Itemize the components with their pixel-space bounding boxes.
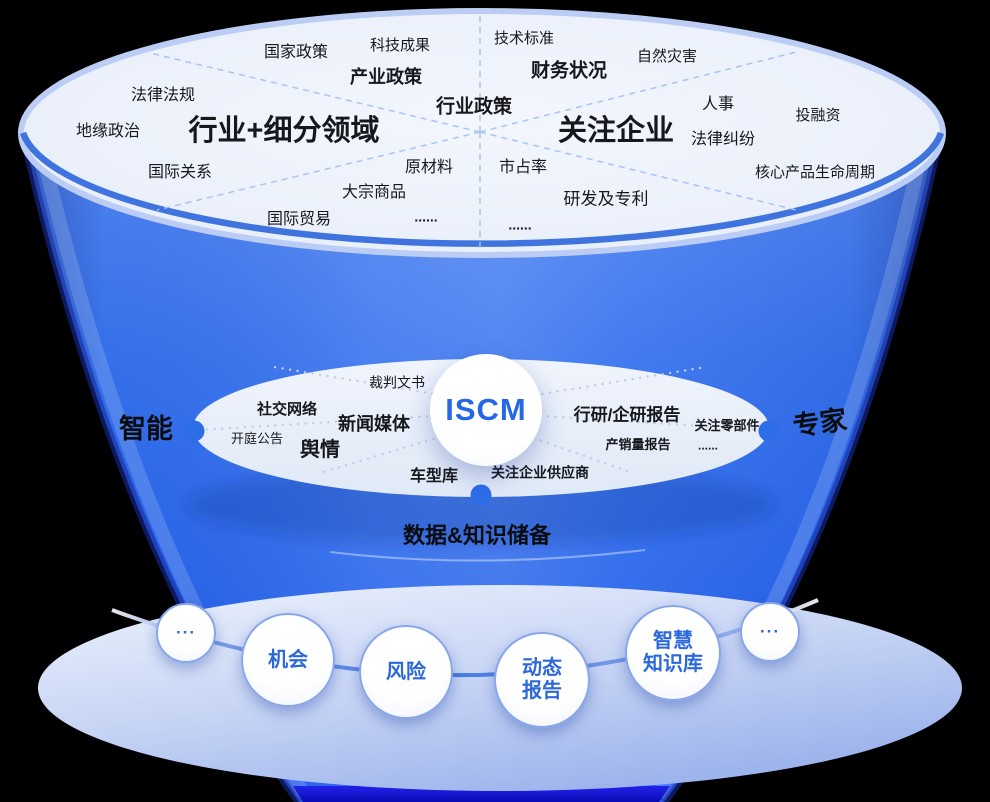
funnel-tip-strip: [293, 786, 670, 802]
title-industry-segments: 行业+细分领域: [188, 115, 380, 148]
node-more-right: ···: [740, 602, 800, 662]
node-risk-label: 风险: [386, 660, 426, 683]
label-judgment-documents: 裁判文书: [369, 374, 425, 391]
node-dynamic-report: 动态 报告: [494, 632, 590, 728]
node-more-left: ···: [156, 603, 216, 663]
label-natural-disaster: 自然灾害: [636, 47, 698, 65]
label-laws-regulations: 法律法规: [130, 87, 196, 105]
label-geopolitics: 地缘政治: [75, 123, 141, 141]
label-tech-achievements: 科技成果: [369, 36, 431, 54]
label-financial-status: 财务状况: [530, 60, 608, 82]
label-watched-parts: 关注零部件: [694, 417, 760, 433]
wall-glint-arc: [329, 549, 646, 562]
node-smart-knowledge-base-label: 智慧 知识库: [643, 630, 703, 675]
label-court-announcements: 开庭公告: [230, 430, 284, 446]
label-raw-materials: 原材料: [404, 159, 454, 177]
label-tech-standards: 技术标准: [493, 29, 555, 47]
mid-bottom-dot: [470, 484, 492, 506]
label-public-opinion: 舆情: [300, 439, 340, 461]
mid-left-dot: [183, 420, 205, 442]
node-risk: 风险: [359, 625, 453, 719]
label-industrial-policy: 产业政策: [350, 67, 422, 88]
node-connector-line: [111, 598, 819, 677]
label-hr: 人事: [701, 96, 735, 114]
hub-label: ISCM: [445, 392, 527, 427]
label-ellipsis-left: ......: [414, 208, 438, 225]
label-commodities: 大宗商品: [341, 184, 407, 202]
hub-circle: ISCM: [430, 354, 542, 466]
label-social-network: 社交网络: [256, 400, 318, 418]
label-intl-relations: 国际关系: [147, 164, 213, 182]
label-intl-trade: 国际贸易: [266, 211, 332, 229]
label-ellipsis-right: ......: [508, 216, 532, 233]
node-smart-knowledge-base: 智慧 知识库: [625, 605, 721, 701]
label-core-product-lifecycle: 核心产品生命周期: [754, 163, 876, 181]
node-opportunity-label: 机会: [268, 648, 308, 671]
label-market-share: 市占率: [498, 159, 548, 177]
node-more-right-label: ···: [760, 622, 780, 642]
label-production-sales-reports: 产销量报告: [605, 436, 671, 452]
node-more-left-label: ···: [176, 623, 196, 643]
title-watched-companies: 关注企业: [557, 115, 675, 148]
label-legal-disputes: 法律纠纷: [690, 131, 756, 149]
label-industry-policy: 行业政策: [435, 96, 513, 118]
side-label-left: 智能: [119, 414, 173, 445]
caption-data-knowledge: 数据&知识储备: [403, 522, 551, 548]
top-ellipse-front-rim: [19, 131, 945, 247]
label-industry-company-reports: 行研/企研报告: [573, 405, 681, 425]
label-national-policy: 国家政策: [263, 44, 329, 62]
node-dynamic-report-label: 动态 报告: [522, 657, 562, 702]
label-investment-financing: 投融资: [795, 106, 841, 124]
sector-dividers: [149, 16, 801, 250]
label-news-media: 新闻媒体: [338, 414, 410, 435]
mid-right-dot: [758, 420, 780, 442]
node-opportunity: 机会: [241, 613, 335, 707]
label-ellipsis-mid: ......: [697, 438, 719, 453]
label-vehicle-model-db: 车型库: [409, 468, 459, 486]
label-watched-company-suppliers: 关注企业供应商: [491, 464, 589, 481]
label-rd-patents: 研发及专利: [563, 189, 649, 209]
